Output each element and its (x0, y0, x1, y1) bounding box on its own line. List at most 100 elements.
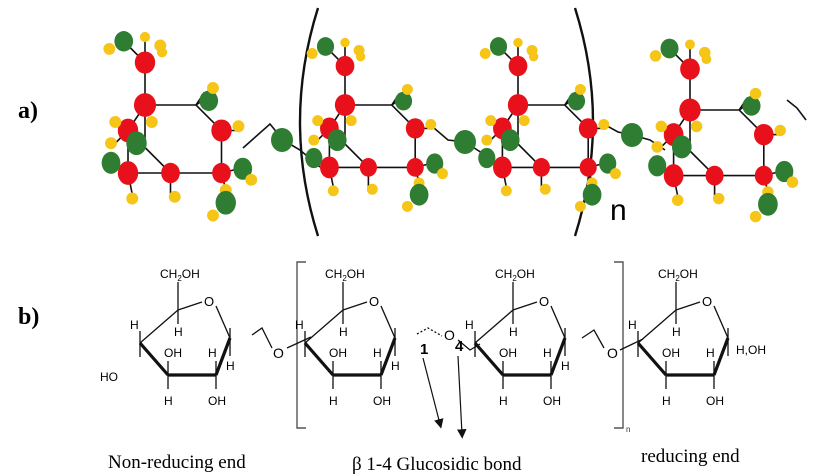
carbon-atom (493, 156, 512, 179)
hydrogen-atom (690, 120, 703, 133)
hydrogen-atom (786, 176, 799, 188)
oxygen-atom (582, 183, 602, 206)
carbon-atom (212, 162, 231, 184)
h-label: H (561, 359, 570, 373)
oh-label: OH (373, 394, 391, 408)
hydrogen-atom (139, 31, 151, 43)
hydrogen-atom (610, 168, 621, 180)
bridge-oxygen-atom-2 (454, 130, 476, 154)
oxygen-atom (316, 37, 335, 56)
hydrogen-atom (145, 116, 158, 128)
oxygen-atom (215, 190, 236, 215)
carbon-atom (753, 123, 774, 146)
hydrogen-atom (401, 83, 413, 95)
bridge-oxygen-3: O (607, 345, 618, 361)
oxygen-atom (327, 129, 347, 152)
panel-b-bridge-bonds (251, 327, 644, 351)
bridge-oxygen-2: O (444, 327, 455, 343)
hydrogen-atom (103, 42, 116, 55)
ring-oxygen-label: O (204, 294, 214, 309)
bridge-oxygen-atom-3 (621, 123, 643, 147)
ho-label: HO (100, 370, 118, 384)
oxygen-atom (394, 91, 413, 111)
h-label: H (509, 325, 518, 339)
hydrogen-atom (312, 115, 324, 127)
h-label: H (672, 325, 681, 339)
hydrogen-atom (685, 39, 695, 50)
hydrogen-atom (528, 51, 539, 62)
carbon-atom (359, 158, 377, 177)
carbon-atom (334, 94, 356, 116)
hydrogen-atom (574, 83, 586, 95)
ring-oxygen-label: O (539, 294, 549, 309)
anomeric-label: H,OH (736, 343, 766, 357)
ch2oh-label: CH2OH (658, 267, 698, 283)
carbon-atom (579, 158, 597, 177)
caption-reducing-end: reducing end (641, 446, 740, 467)
ch2oh-label: CH2OH (325, 267, 365, 283)
hydrogen-atom (245, 173, 258, 186)
hydrogen-atom (518, 115, 530, 127)
oxygen-atom (233, 157, 253, 180)
carbon-atom (532, 158, 550, 177)
oh-label: OH (662, 346, 680, 360)
ball-stick-unit-2 (305, 37, 448, 212)
carbon-atom (335, 55, 355, 77)
h-label: H (465, 318, 474, 332)
hydrogen-atom (749, 210, 762, 223)
oxygen-atom (101, 151, 121, 174)
oxygen-atom (199, 90, 219, 111)
oxygen-atom (126, 131, 147, 156)
hydrogen-atom (425, 119, 437, 130)
ch2oh-label: CH2OH (160, 267, 200, 283)
h-label: H (339, 325, 348, 339)
h-label: H (628, 318, 637, 332)
h-label: H (391, 359, 400, 373)
oxygen-atom (426, 153, 444, 174)
panel-b-repeat-n: n (626, 425, 630, 434)
carbon-atom (705, 165, 724, 186)
hydrogen-atom (355, 51, 366, 62)
hydrogen-atom (574, 200, 586, 212)
carbon-atom (134, 51, 156, 74)
hydrogen-atom (485, 115, 497, 127)
bridge-oxygen-atom-1 (271, 128, 293, 152)
glucosidic-bond-arrows (422, 355, 467, 439)
panel-a-glucose-units (101, 31, 799, 223)
h-label: H (174, 325, 183, 339)
panel-a: a) n (18, 7, 807, 237)
hydrogen-atom (401, 200, 413, 212)
hydrogen-atom (712, 192, 725, 205)
oh-label: OH (164, 346, 182, 360)
carbon-atom (754, 165, 773, 186)
carbon-atom (507, 94, 529, 116)
oh-label: OH (706, 394, 724, 408)
hydrogen-atom (232, 120, 245, 133)
panel-b-label: b) (18, 304, 39, 330)
h-label: H (706, 346, 715, 360)
h-label: H (295, 318, 304, 332)
hydrogen-atom (655, 120, 668, 133)
oxygen-atom (775, 160, 794, 183)
hydrogen-atom (513, 37, 523, 48)
hydrogen-atom (749, 87, 762, 100)
hydrogen-atom (126, 192, 139, 205)
carbon-atom (133, 93, 157, 117)
carbon-atom (117, 161, 139, 185)
carbon-atom (663, 164, 684, 188)
hydrogen-atom (671, 194, 684, 206)
ring-oxygen-label: O (369, 294, 379, 309)
hydrogen-atom (340, 37, 350, 48)
carbon-atom (680, 58, 700, 80)
caption-non-reducing-end: Non-reducing end (108, 452, 246, 473)
h-label: H (130, 318, 139, 332)
carbon-1-label: 1 (420, 341, 428, 358)
hydrogen-atom (345, 115, 357, 127)
carbon-atom (211, 119, 232, 142)
hydrogen-atom (308, 134, 320, 146)
carbon-4-label: 4 (455, 338, 464, 355)
